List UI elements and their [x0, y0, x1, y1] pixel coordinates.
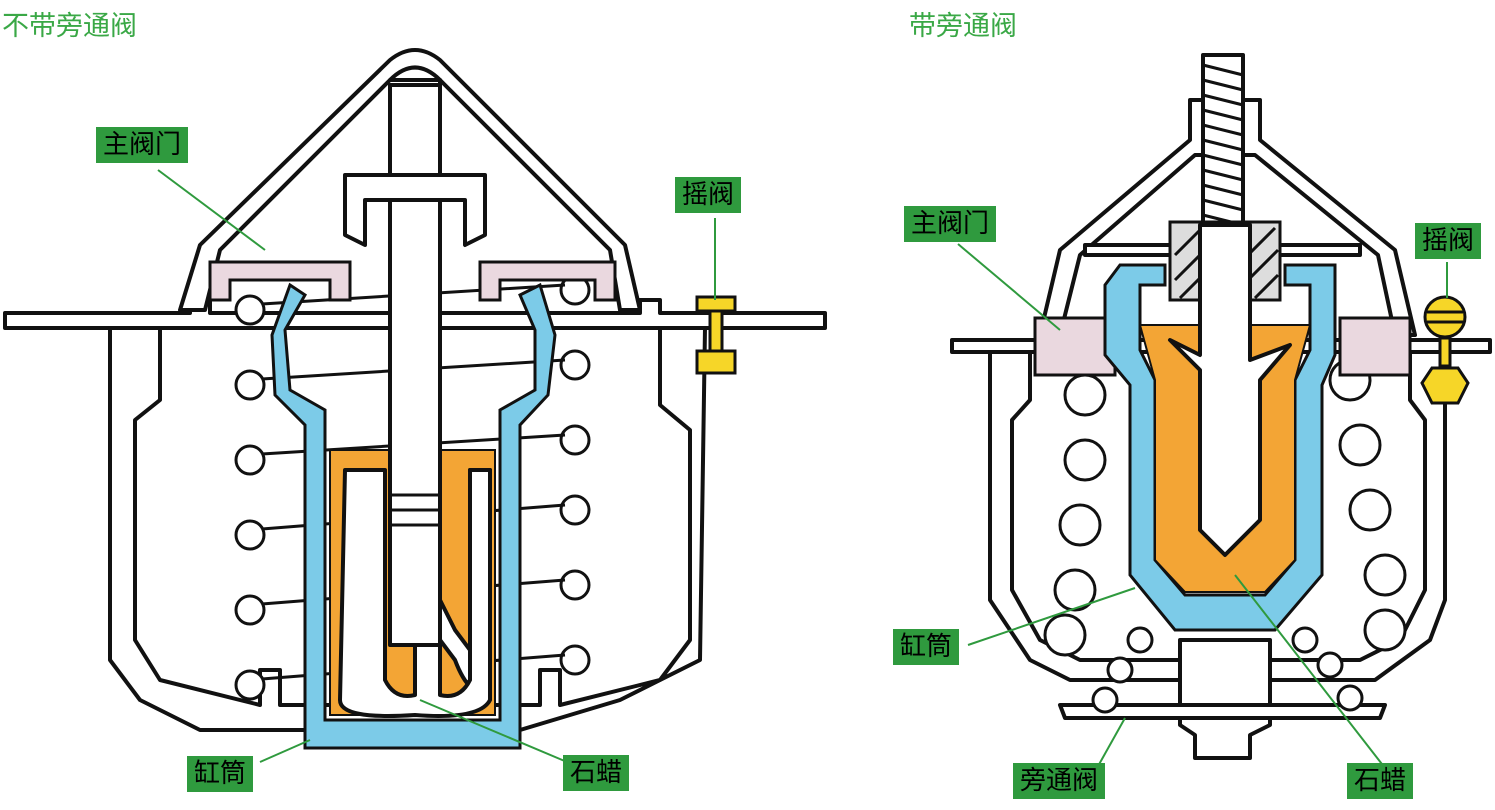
- right-leader-wax: [1234, 574, 1386, 769]
- right-cylinder: [1103, 263, 1337, 632]
- right-leader-cylinder: [967, 587, 1136, 646]
- right-bypass-valve-label: 旁通阀: [1013, 763, 1106, 799]
- right-lower-housing: [988, 350, 1447, 682]
- left-rod-shaft: [388, 83, 442, 647]
- right-rocker-valve: [1420, 295, 1470, 405]
- right-main-valve-label: 主阀门: [904, 206, 997, 242]
- left-lower-housing: [108, 326, 707, 732]
- right-bypass-plate: [1058, 703, 1387, 720]
- left-diagram-title: 不带旁通阀: [2, 11, 137, 42]
- right-wax-label: 石蜡: [1347, 763, 1414, 799]
- left-main-valve-label: 主阀门: [96, 127, 189, 163]
- left-main-valve-seat: [208, 260, 617, 302]
- left-rod-rings: [390, 493, 440, 527]
- left-cylinder: [270, 282, 557, 750]
- right-diagram-title: 带旁通阀: [909, 11, 1017, 42]
- left-wax-label: 石蜡: [563, 755, 630, 791]
- left-thermostat: [3, 48, 827, 763]
- left-spring: [234, 274, 591, 701]
- right-leader-bypass-valve: [1096, 717, 1126, 769]
- right-bypass-spring: [1091, 626, 1364, 714]
- right-cylinder-label: 缸筒: [893, 629, 960, 665]
- left-piston-inner: [338, 468, 492, 718]
- left-leader-cylinder: [259, 739, 311, 763]
- left-rod-guide: [343, 173, 487, 247]
- right-threaded-rod: [1201, 53, 1245, 232]
- right-rocker-valve-label: 摇阀: [1415, 223, 1482, 259]
- left-rocker-valve-label: 摇阀: [675, 177, 742, 213]
- left-cylinder-label: 缸筒: [187, 756, 254, 792]
- right-plunger: [1168, 223, 1292, 557]
- right-spring: [1043, 358, 1407, 657]
- right-bottom-stem: [1178, 638, 1272, 760]
- right-thermostat: [950, 53, 1492, 769]
- right-leader-main-valve: [957, 243, 1061, 331]
- left-leader-main-valve: [157, 169, 266, 251]
- left-leader-wax: [419, 699, 568, 763]
